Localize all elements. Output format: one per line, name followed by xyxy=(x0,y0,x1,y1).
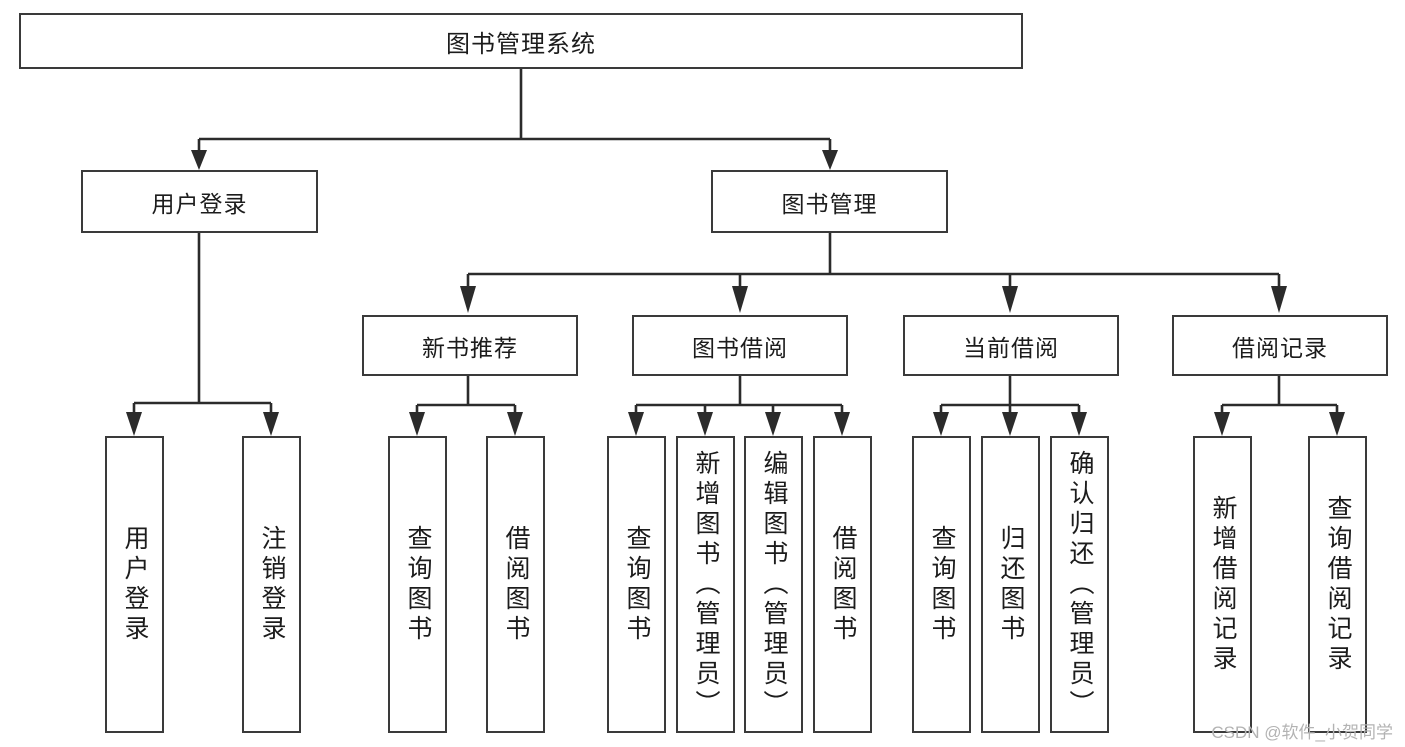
csdn-watermark: CSDN @软件_小贺同学 xyxy=(1211,723,1393,742)
node-label: 查询图书 xyxy=(928,524,956,645)
arrowhead-login-leaf2 xyxy=(263,412,279,436)
node-book-borrow[interactable]: 图书借阅 xyxy=(632,315,848,376)
node-label: 借阅图书 xyxy=(829,524,857,645)
node-current-borrow[interactable]: 当前借阅 xyxy=(903,315,1119,376)
node-leaf-add-borrow-record[interactable]: 新增借阅记录 xyxy=(1193,436,1252,733)
arrowhead-newbook xyxy=(460,286,476,313)
node-book-management[interactable]: 图书管理 xyxy=(711,170,948,233)
node-new-book-recommend[interactable]: 新书推荐 xyxy=(362,315,578,376)
node-leaf-query-book-newbook[interactable]: 查询图书 xyxy=(388,436,447,733)
node-label: 新增图书（管理员） xyxy=(692,449,720,720)
node-label: 当前借阅 xyxy=(963,334,1059,361)
arrowhead-current-leaf2 xyxy=(1002,412,1018,436)
arrowhead-borrow xyxy=(732,286,748,313)
node-label: 借阅图书 xyxy=(502,524,530,645)
node-label: 编辑图书（管理员） xyxy=(760,449,788,720)
node-leaf-edit-book-admin[interactable]: 编辑图书（管理员） xyxy=(744,436,803,733)
node-label: 查询图书 xyxy=(404,524,432,645)
arrowhead-borrow-leaf2 xyxy=(697,412,713,436)
arrowhead-current-leaf1 xyxy=(933,412,949,436)
node-leaf-logout[interactable]: 注销登录 xyxy=(242,436,301,733)
arrowhead-borrow-leaf1 xyxy=(628,412,644,436)
arrowhead-login-leaf1 xyxy=(126,412,142,436)
node-borrow-records[interactable]: 借阅记录 xyxy=(1172,315,1388,376)
node-label: 归还图书 xyxy=(997,524,1025,645)
node-label: 新书推荐 xyxy=(422,334,518,361)
arrowhead-newbook-leaf1 xyxy=(409,412,425,436)
arrowhead-current xyxy=(1002,286,1018,313)
node-label: 图书管理 xyxy=(781,190,878,217)
node-label: 图书管理系统 xyxy=(446,30,596,58)
node-leaf-return-book[interactable]: 归还图书 xyxy=(981,436,1040,733)
node-label: 查询图书 xyxy=(623,524,651,645)
node-label: 查询借阅记录 xyxy=(1324,494,1352,675)
arrowhead-newbook-leaf2 xyxy=(507,412,523,436)
node-label: 注销登录 xyxy=(258,524,286,645)
node-root-book-management-system[interactable]: 图书管理系统 xyxy=(19,13,1023,69)
node-user-login[interactable]: 用户登录 xyxy=(81,170,318,233)
node-label: 图书借阅 xyxy=(692,334,788,361)
node-leaf-borrow-book[interactable]: 借阅图书 xyxy=(813,436,872,733)
node-label: 用户登录 xyxy=(151,190,248,217)
arrowhead-login xyxy=(191,150,207,170)
node-label: 借阅记录 xyxy=(1232,334,1328,361)
arrowhead-bookmgmt xyxy=(822,150,838,170)
arrowhead-borrow-leaf4 xyxy=(834,412,850,436)
node-leaf-query-borrow-record[interactable]: 查询借阅记录 xyxy=(1308,436,1367,733)
node-leaf-confirm-return-admin[interactable]: 确认归还（管理员） xyxy=(1050,436,1109,733)
arrowhead-records xyxy=(1271,286,1287,313)
node-leaf-borrow-book-newbook[interactable]: 借阅图书 xyxy=(486,436,545,733)
arrowhead-current-leaf3 xyxy=(1071,412,1087,436)
node-label: 用户登录 xyxy=(121,524,149,645)
node-label: 新增借阅记录 xyxy=(1209,494,1237,675)
arrowhead-borrow-leaf3 xyxy=(765,412,781,436)
node-leaf-query-book-current[interactable]: 查询图书 xyxy=(912,436,971,733)
node-leaf-query-book-borrow[interactable]: 查询图书 xyxy=(607,436,666,733)
node-leaf-add-book-admin[interactable]: 新增图书（管理员） xyxy=(676,436,735,733)
arrowhead-records-leaf2 xyxy=(1329,412,1345,436)
arrowhead-records-leaf1 xyxy=(1214,412,1230,436)
node-leaf-user-login[interactable]: 用户登录 xyxy=(105,436,164,733)
node-label: 确认归还（管理员） xyxy=(1066,449,1094,720)
